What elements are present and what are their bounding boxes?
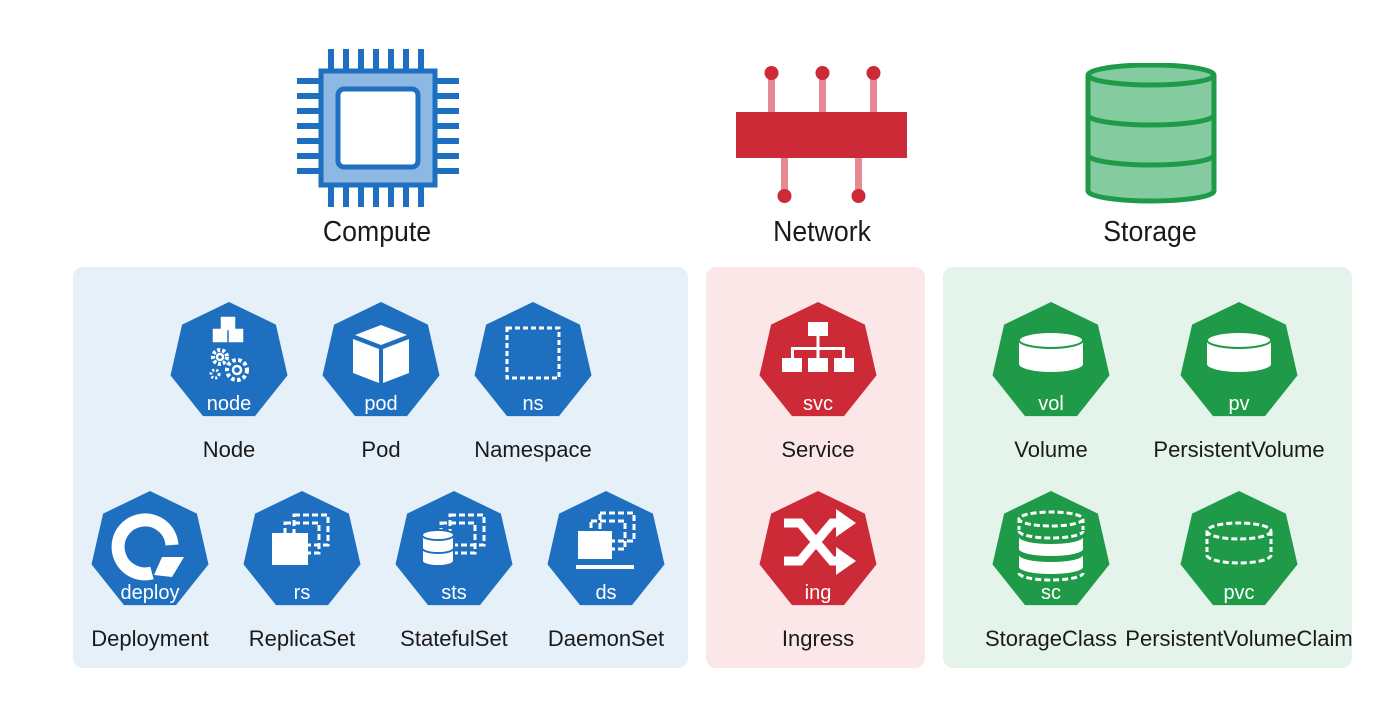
resource-abbr: pv: [1228, 393, 1250, 415]
resource-abbr: sts: [441, 582, 467, 604]
resource-name: PersistentVolume: [1153, 437, 1325, 462]
stacked-base-icon: [547, 491, 665, 606]
resource-name: PersistentVolumeClaim: [1125, 626, 1353, 651]
disk-icon: [992, 302, 1110, 417]
disk-icon: [1180, 302, 1298, 417]
node-cubes-gears-icon: [170, 302, 288, 417]
resource-abbr: svc: [803, 393, 833, 415]
resource-abbr: node: [206, 393, 252, 415]
category-title-storage: Storage: [1103, 216, 1197, 248]
resource-name: Ingress: [781, 626, 855, 651]
resource-abbr: deploy: [120, 582, 180, 604]
hierarchy-icon: [759, 302, 877, 417]
resource-name: Service: [781, 437, 855, 462]
resource-abbr: ns: [522, 393, 544, 415]
network-bus-icon: [736, 66, 907, 203]
resource-name: Volume: [1014, 437, 1088, 462]
resource-name: Node: [202, 437, 256, 462]
resource-abbr: sc: [1041, 582, 1061, 604]
resource-abbr: pvc: [1223, 582, 1255, 604]
stacked-replicas-icon: [243, 491, 361, 606]
shuffle-arrows-icon: [759, 491, 877, 606]
dashed-disk-icon: [1180, 491, 1298, 606]
resource-name: StorageClass: [984, 626, 1118, 651]
cube-icon: [322, 302, 440, 417]
stacked-disk-icon: [395, 491, 513, 606]
resource-name: StatefulSet: [400, 626, 508, 651]
resource-name: Pod: [361, 437, 401, 462]
resource-abbr: vol: [1038, 393, 1064, 415]
dashed-stack-icon: [992, 491, 1110, 606]
category-title-network: Network: [773, 216, 871, 248]
database-icon: [1085, 63, 1217, 204]
resource-name: Namespace: [474, 437, 592, 462]
resource-name: ReplicaSet: [248, 626, 356, 651]
resource-abbr: pod: [364, 393, 398, 415]
dashed-square-icon: [474, 302, 592, 417]
resource-name: DaemonSet: [547, 626, 665, 651]
resource-abbr: ds: [595, 582, 617, 604]
resource-abbr: rs: [293, 582, 311, 604]
rotate-arrow-icon: [91, 491, 209, 606]
category-title-compute: Compute: [322, 216, 432, 248]
resource-name: Deployment: [91, 626, 209, 651]
cpu-chip-icon: [297, 49, 459, 207]
resource-abbr: ing: [804, 582, 832, 604]
